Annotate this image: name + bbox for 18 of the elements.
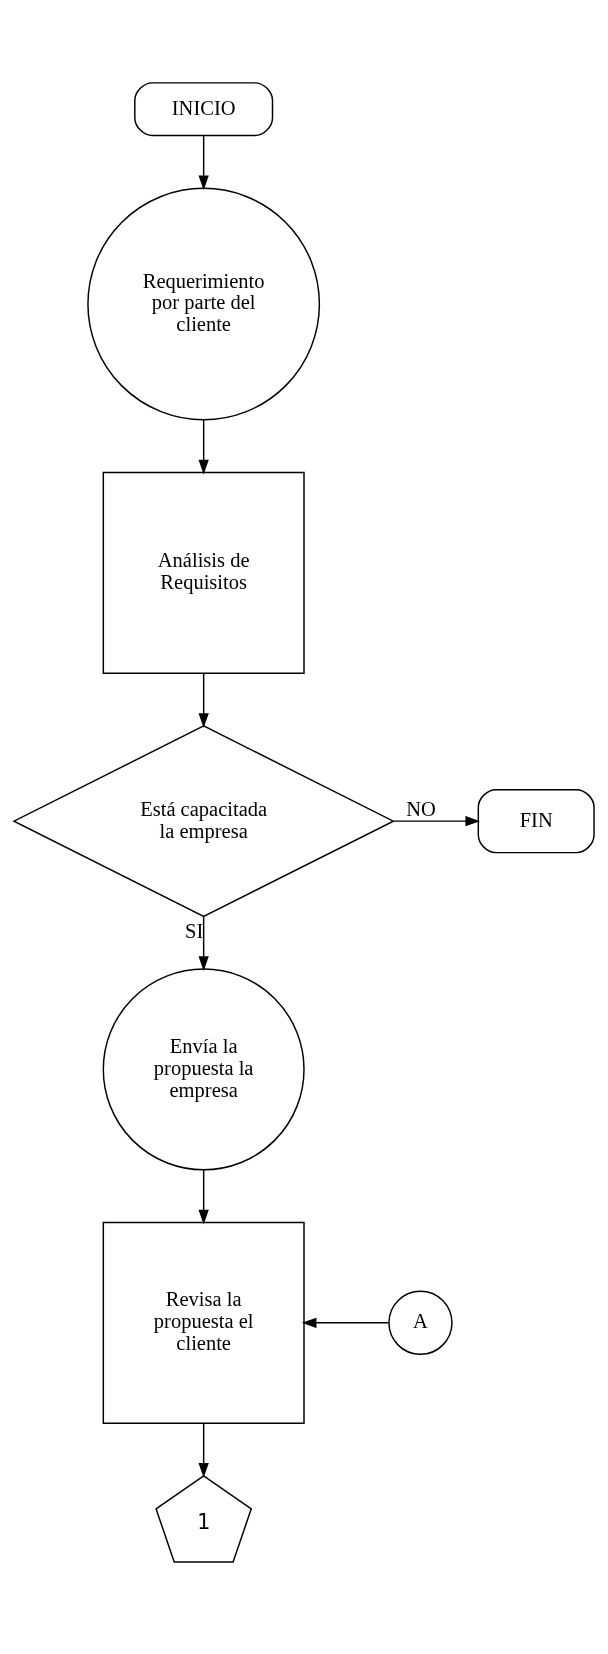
arrow bbox=[198, 916, 209, 971]
arrow bbox=[198, 672, 209, 728]
node-circle: A bbox=[388, 1290, 453, 1356]
edge-label: NO bbox=[406, 797, 436, 820]
arrow bbox=[198, 1169, 209, 1225]
node-box: Análisis de Requisitos bbox=[102, 471, 305, 674]
node-box: Revisa la propuesta el cliente bbox=[102, 1221, 305, 1424]
arrow bbox=[301, 1317, 390, 1328]
node-box: FIN bbox=[477, 788, 595, 854]
node-box: INICIO bbox=[134, 82, 274, 137]
node-circle: Requerimiento por parte del cliente bbox=[87, 187, 321, 421]
node-circle: Envía la propuesta la empresa bbox=[102, 968, 305, 1171]
arrow bbox=[393, 816, 481, 827]
node-diamond: Está capacitada la empresa bbox=[12, 725, 395, 918]
arrow bbox=[198, 135, 209, 191]
arrow bbox=[198, 419, 209, 475]
arrow bbox=[198, 1423, 209, 1478]
edge-label: SI bbox=[185, 919, 204, 942]
